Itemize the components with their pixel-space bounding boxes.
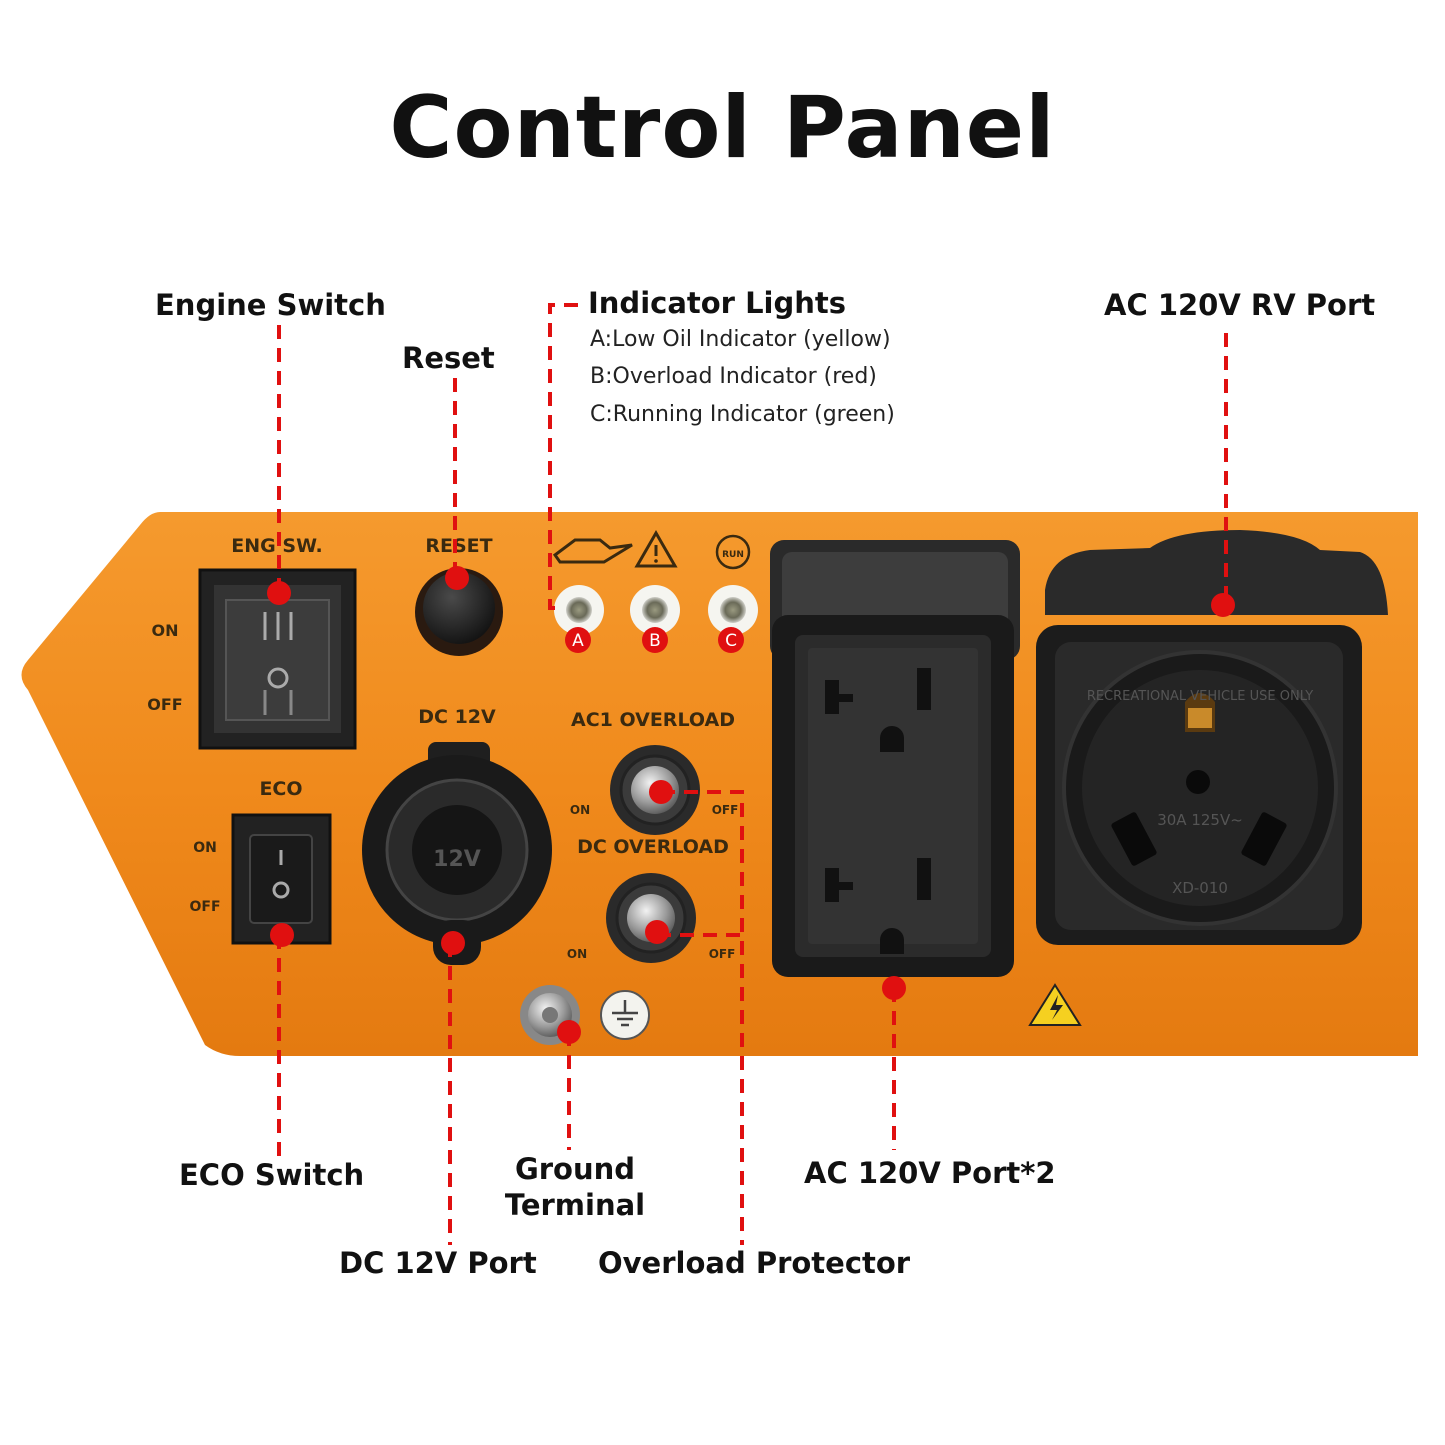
ac1-off-label: OFF (712, 803, 739, 817)
engine-switch-dot (267, 581, 291, 605)
indicator-lights-callout: Indicator Lights (588, 286, 847, 320)
eco-on-label: ON (193, 840, 217, 856)
indicator-c-description: C:Running Indicator (green) (590, 402, 895, 427)
ground-terminal-callout-line2: Terminal (504, 1188, 646, 1222)
indicator-lights-leader (548, 303, 578, 610)
lamp-c-marker (718, 627, 744, 653)
ground-terminal-dot (557, 1020, 581, 1044)
dc-12v-panel-label: DC 12V (418, 706, 496, 728)
reset-callout: Reset (402, 341, 495, 375)
ac1-overload-label: AC1 OVERLOAD (571, 709, 735, 731)
lamp-a-marker (565, 627, 591, 653)
socket-12v-text: 12V (433, 847, 481, 872)
dc-port-callout: DC 12V Port (339, 1246, 537, 1280)
indicator-b-description: B:Overload Indicator (red) (590, 364, 877, 389)
callout-dots (267, 566, 1235, 1044)
dc-overload-dot (645, 920, 669, 944)
dc-overload-breaker[interactable] (606, 873, 696, 963)
indicator-a-description: A:Low Oil Indicator (yellow) (590, 327, 891, 352)
ac-120v-duplex-outlet[interactable] (770, 540, 1020, 977)
rv-outlet-model: XD-010 (1172, 879, 1228, 897)
rv-port-dot (1211, 593, 1235, 617)
engine-switch-callout: Engine Switch (155, 288, 386, 322)
overload-lamp (642, 597, 668, 623)
dc-12v-socket[interactable] (362, 742, 552, 965)
dc-port-dot (441, 931, 465, 955)
rv-outlet-ring-text: RECREATIONAL VEHICLE USE ONLY (1087, 689, 1313, 704)
rv-outlet-rating: 30A 125V~ (1157, 811, 1243, 829)
run-icon (715, 534, 751, 570)
ac-port-dot (882, 976, 906, 1000)
reset-panel-label: RESET (425, 535, 492, 557)
ac1-on-label: ON (570, 803, 590, 817)
dc-overload-label: DC OVERLOAD (577, 836, 729, 858)
eco-panel-label: ECO (259, 778, 302, 800)
ac-120v-rv-outlet[interactable] (1036, 530, 1388, 945)
lamp-c-letter: C (725, 631, 737, 651)
dc-on-label: ON (567, 947, 587, 961)
reset-dot (445, 566, 469, 590)
engine-off-label: OFF (147, 695, 182, 714)
warning-triangle-icon (634, 529, 678, 568)
reset-button[interactable] (415, 568, 503, 656)
lamp-a-letter: A (572, 631, 584, 651)
run-icon-text: RUN (722, 550, 744, 560)
engine-on-label: ON (152, 621, 179, 640)
callout-leaders (277, 303, 1228, 1245)
lamp-b-marker (642, 627, 668, 653)
low-oil-lamp (566, 597, 592, 623)
eco-switch-dot (270, 923, 294, 947)
dc-off-label: OFF (709, 947, 736, 961)
eco-rocker-switch[interactable] (231, 813, 332, 945)
eco-switch-callout: ECO Switch (179, 1158, 365, 1192)
oil-can-icon (552, 538, 633, 564)
lamp-b-letter: B (649, 631, 661, 651)
ground-terminal-callout-line1: Ground (514, 1152, 636, 1186)
ac1-overload-leader (661, 790, 744, 1245)
overload-protector-callout: Overload Protector (598, 1246, 911, 1280)
page-title: Control Panel (389, 78, 1056, 178)
ground-symbol-icon (600, 990, 650, 1040)
engine-rocker-switch[interactable] (198, 568, 357, 750)
ac-rv-port-callout: AC 120V RV Port (1104, 288, 1376, 322)
ac1-overload-dot (649, 780, 673, 804)
ac-port-callout: AC 120V Port*2 (804, 1156, 1056, 1190)
running-lamp (720, 597, 746, 623)
high-voltage-warning-icon (1028, 983, 1082, 1026)
eco-off-label: OFF (189, 899, 220, 915)
